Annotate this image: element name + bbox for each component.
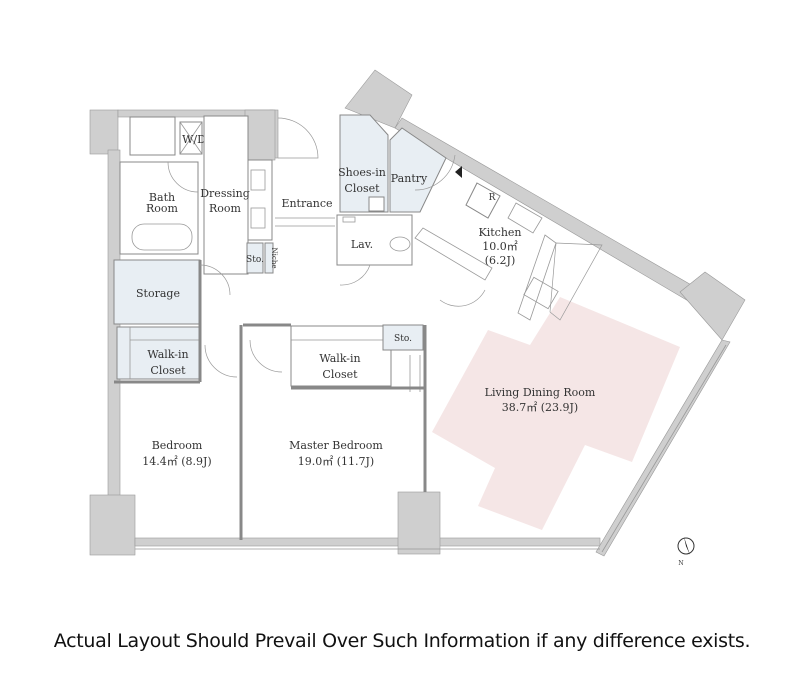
shoes-in-closet [339, 114, 389, 213]
lavatory [336, 214, 413, 266]
north-label: N [678, 560, 683, 567]
dressing-label-2: Room [209, 202, 242, 215]
pantry [389, 127, 447, 213]
niche-label: Niche [270, 248, 278, 269]
exterior-walls [89, 69, 746, 557]
walkin1-label: Walk-in [147, 348, 188, 361]
kitchen-jo: (6.2J) [485, 254, 516, 267]
bedroom-area: 14.4㎡ (8.9J) [142, 455, 211, 468]
sink-icon [523, 276, 559, 310]
walk-in-closet-1 [116, 326, 201, 380]
storage-label: Storage [136, 287, 180, 300]
north-arrow-icon: N [677, 537, 695, 567]
entrance-label: Entrance [281, 197, 332, 210]
dressing-room [203, 115, 249, 275]
dressing-label: Dressing [200, 187, 250, 200]
refrigerator [465, 182, 501, 219]
storage [113, 259, 201, 325]
sto-master-label: Sto. [394, 334, 412, 344]
refrigerator-label: R [489, 193, 496, 203]
living-area: 38.7㎡ (23.9J) [502, 401, 578, 414]
kitchen-area: 10.0㎡ [482, 240, 518, 253]
storage-master [382, 324, 424, 351]
shoes-label: Shoes-in [338, 166, 386, 179]
bath-room [119, 161, 199, 255]
living-highlight [432, 297, 680, 530]
bath-label: Bath [149, 191, 175, 204]
entry-arrow-icon [455, 166, 462, 178]
door-swings [167, 117, 486, 378]
interior-walls [114, 260, 427, 540]
kitchen-counter [414, 227, 493, 281]
bath-label-2: Room [146, 202, 179, 215]
balcony-closet [129, 116, 176, 156]
storage-small [246, 242, 264, 274]
lav-label: Lav. [351, 238, 373, 251]
walkin2-label: Walk-in [319, 352, 360, 365]
stove-icon [507, 202, 543, 234]
walkin2-label-2: Closet [322, 368, 358, 381]
disclaimer-text: Actual Layout Should Prevail Over Such I… [53, 630, 751, 652]
kitchen-label: Kitchen [479, 226, 522, 239]
pantry-label: Pantry [391, 172, 428, 185]
living-label: Living Dining Room [485, 386, 596, 399]
wd-label: W/D [182, 133, 206, 146]
walkin1-label-2: Closet [150, 364, 186, 377]
bedroom-label: Bedroom [152, 439, 203, 452]
shoes-label-2: Closet [344, 182, 380, 195]
window [601, 344, 727, 553]
walk-in-closet-2 [290, 325, 392, 387]
master-bedroom-label: Master Bedroom [289, 439, 383, 452]
master-bedroom-area: 19.0㎡ (11.7J) [298, 455, 374, 468]
sto-small-label: Sto. [246, 255, 264, 265]
kitchen-island [517, 234, 557, 321]
